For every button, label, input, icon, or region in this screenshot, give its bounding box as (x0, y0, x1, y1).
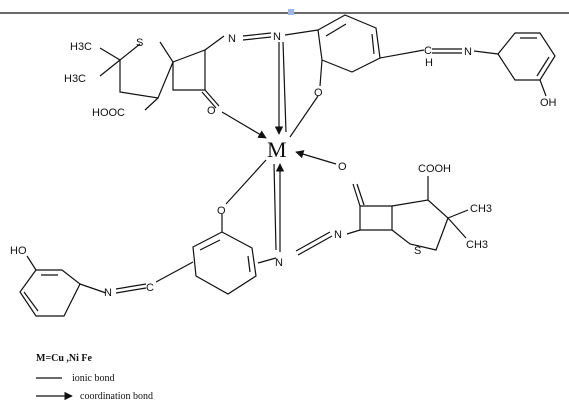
lower-benzene-ring (192, 231, 257, 295)
legend-coordination-bond-label: coordination bond (80, 391, 153, 402)
atom-o-ketone-lower: O (338, 161, 347, 173)
atom-imine-n-upper: N (464, 46, 472, 58)
atom-azo-n1-lower: N (334, 229, 342, 241)
ionic-bond-upper-o (289, 95, 319, 138)
atom-phenol-o-lower: O (217, 205, 226, 217)
atom-ch3-a-lower: CH3 (470, 203, 492, 215)
atom-ch3-b-lower: CH3 (466, 239, 488, 251)
atom-phenol-o-upper: O (314, 87, 323, 99)
atom-imine-c-lower: C (146, 282, 154, 294)
legend-ionic-bond-label: ionic bond (72, 373, 115, 384)
atom-imine-h-upper: H (425, 57, 433, 69)
coordination-bond-upper-ketone (221, 111, 267, 139)
legend-metal-definition: M=Cu ,Ni Fe (36, 353, 93, 364)
atom-azo-n1-upper: N (228, 33, 236, 45)
atom-azo-n2-upper: N (273, 31, 281, 43)
upper-benzene-ring (317, 14, 381, 73)
atom-ch3-b-upper: H3C (64, 73, 86, 85)
atom-cooh-lower: COOH (418, 163, 451, 175)
atom-imine-n-lower: N (104, 287, 112, 299)
atom-imine-c-upper: C (424, 45, 432, 57)
metal-center-label: M (267, 137, 287, 162)
upper-square-ring (172, 49, 206, 91)
atom-oh-upper: OH (540, 97, 557, 109)
atom-s-lower: S (414, 245, 421, 257)
lower-thiazolidine-ring (391, 199, 449, 251)
upper-phenol-ring (497, 32, 556, 81)
atom-s-upper: S (136, 37, 143, 49)
atom-azo-n2-lower: N (275, 257, 283, 269)
atom-o-ketone-upper: O (207, 105, 216, 117)
lower-square-ring (359, 205, 393, 231)
upper-thiazolidine-ring (119, 41, 174, 99)
top-center-marker (288, 9, 294, 15)
atom-ch3-a-upper: H3C (70, 41, 92, 53)
atom-hooc-upper: HOOC (92, 107, 125, 119)
lower-phenol-ring (19, 269, 81, 317)
coordination-bond-lower-ketone (295, 150, 337, 165)
ionic-bond-lower-o (225, 159, 267, 205)
atom-ho-lower: HO (10, 245, 27, 257)
